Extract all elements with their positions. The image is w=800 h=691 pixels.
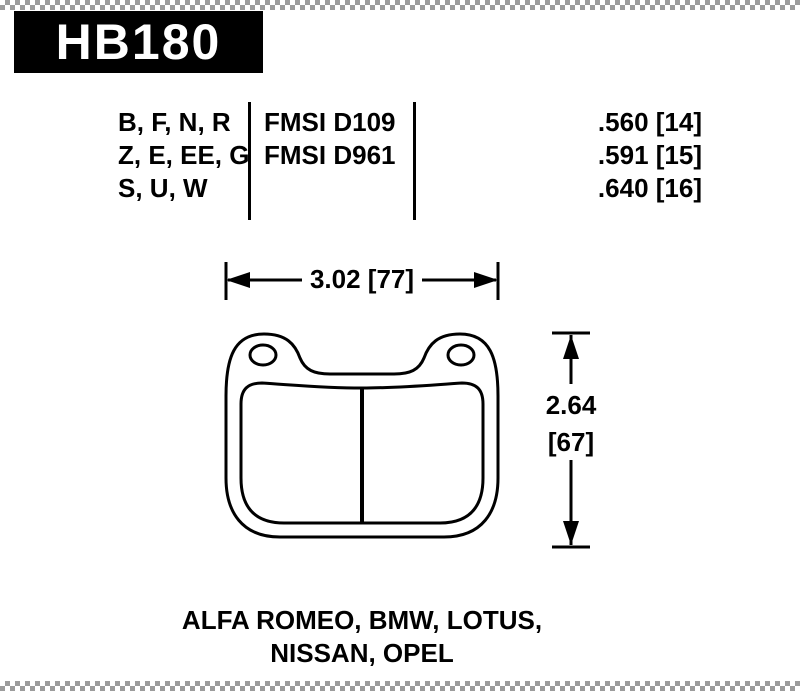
width-dimension-label: 3.02 [77] xyxy=(309,264,415,294)
table-divider-right xyxy=(413,102,416,220)
arrow-right-icon xyxy=(474,272,498,288)
brake-pad-drawing xyxy=(224,332,500,539)
height-dimension-inches: 2.64 xyxy=(545,390,597,420)
top-checker-border xyxy=(0,0,800,10)
arrow-up-icon xyxy=(563,335,579,359)
width-dimension-graphic xyxy=(224,262,500,300)
vehicle-applications-line-2: NISSAN, OPEL xyxy=(270,638,454,668)
arrow-down-icon xyxy=(563,521,579,545)
arrow-left-icon xyxy=(226,272,250,288)
height-dimension-label: 2.64 [67] xyxy=(534,387,608,461)
compound-codes-column: B, F, N, R Z, E, EE, G S, U, W xyxy=(118,106,249,205)
thickness-row-2: .591 [15] xyxy=(597,140,702,170)
fmsi-column: FMSI D109 FMSI D961 xyxy=(264,106,396,172)
fmsi-row-1: FMSI D109 xyxy=(264,107,396,137)
vehicle-applications-line-1: ALFA ROMEO, BMW, LOTUS, xyxy=(181,605,543,635)
thickness-row-3: .640 [16] xyxy=(597,173,702,203)
part-number-banner: HB180 xyxy=(14,11,263,73)
compound-codes-row-2: Z, E, EE, G xyxy=(118,140,250,170)
pad-inner-outline xyxy=(239,381,485,525)
fmsi-row-2: FMSI D961 xyxy=(264,140,396,170)
pad-mounting-hole-left xyxy=(248,343,278,367)
compound-codes-row-3: S, U, W xyxy=(118,173,208,203)
vehicle-applications: ALFA ROMEO, BMW, LOTUS, NISSAN, OPEL xyxy=(112,604,612,670)
thickness-row-1: .560 [14] xyxy=(597,107,702,137)
compound-codes-row-1: B, F, N, R xyxy=(118,107,231,137)
pad-mounting-hole-right xyxy=(446,343,476,367)
part-number: HB180 xyxy=(55,14,222,70)
bottom-checker-border xyxy=(0,681,800,691)
thickness-column: .560 [14] .591 [15] .640 [16] xyxy=(552,106,702,205)
height-dimension-graphic xyxy=(552,331,590,549)
height-dimension-mm: [67] xyxy=(547,427,595,457)
table-divider-left xyxy=(248,102,251,220)
